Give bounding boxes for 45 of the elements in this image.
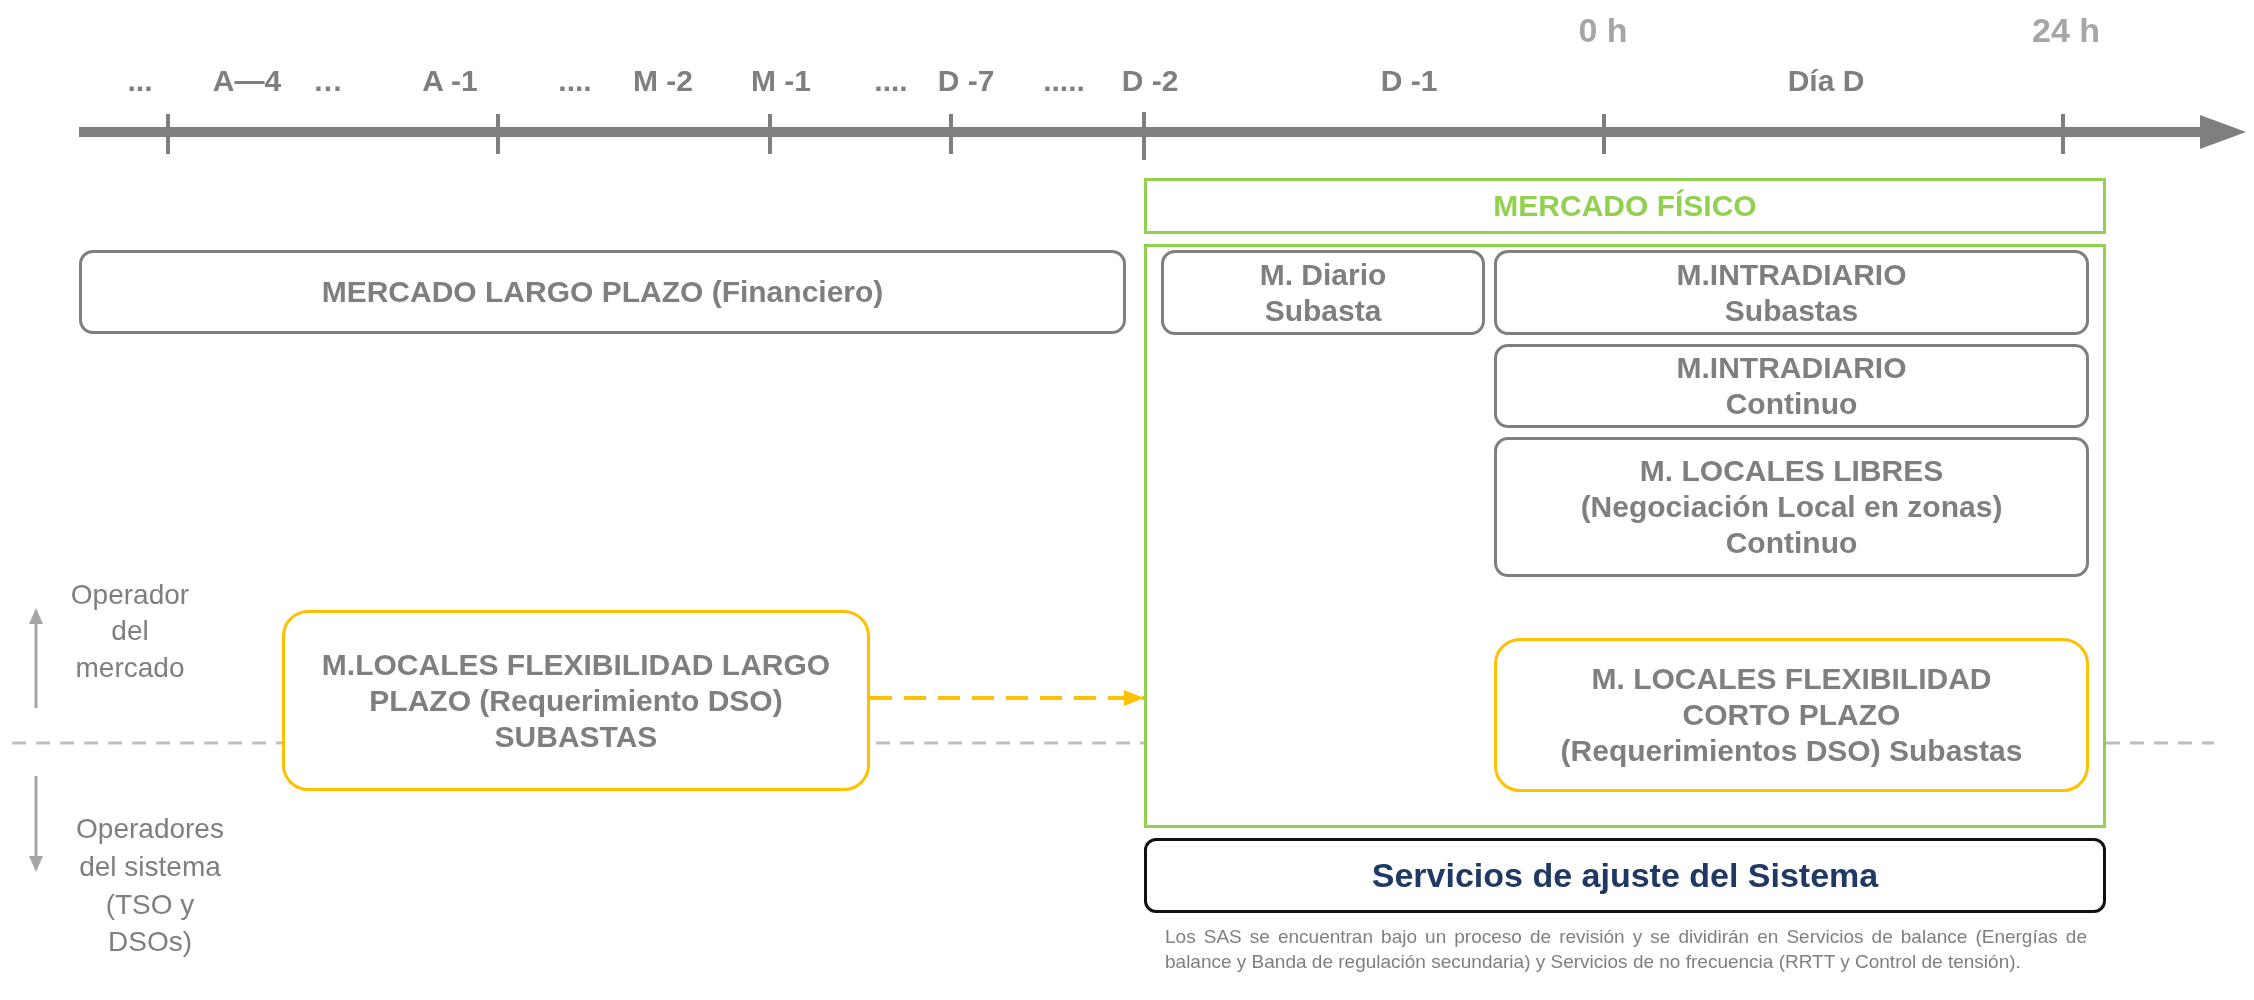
timeline-label: D -7 [937, 62, 995, 99]
timeline-label: Día D [1787, 62, 1865, 99]
market-box [1161, 250, 1485, 335]
timeline-label: .... [558, 62, 592, 99]
timeline-label: 24 h [2032, 9, 2100, 51]
box-text: SUBASTAS [493, 718, 659, 755]
timeline-label: D -2 [1121, 62, 1179, 99]
box-text: (Requerimientos DSO) Subastas [1559, 733, 2024, 769]
footnote: Los SAS se encuentran bajo un proceso de revisión y se dividirán en Servicios de balance (Energías de balance y Banda de regulación secundaria) y Servicios de no frecuencia (RRTT y Control de tensión). [1165, 925, 2087, 974]
box-text: Subasta [1263, 292, 1383, 329]
box-text: Continuo [1724, 525, 1859, 561]
timeline-label: .... [874, 62, 908, 99]
box-text: M. Diario [1258, 256, 1388, 293]
box-text: M.INTRADIARIO [1675, 256, 1908, 293]
market-box [79, 250, 1126, 334]
section-header-box [1144, 178, 2106, 234]
box-text: Subastas [1723, 292, 1860, 329]
market-box [282, 610, 870, 791]
group-frame [1144, 244, 2106, 828]
timeline-label: ..... [1043, 62, 1085, 99]
timeline-label: … [313, 62, 343, 99]
box-text: M.LOCALES FLEXIBILIDAD LARGO PLAZO (Requerimiento DSO) [320, 646, 832, 719]
box-text: MERCADO FÍSICO [1492, 188, 1758, 224]
timeline-label: ... [127, 62, 153, 99]
box-text: CORTO PLAZO [1681, 697, 1902, 733]
timeline-label: A—4 [212, 62, 282, 99]
timeline-label: A -1 [422, 62, 478, 99]
arrow [870, 690, 1144, 706]
box-text: MERCADO LARGO PLAZO (Financiero) [320, 274, 885, 310]
box-text: Continuo [1724, 386, 1859, 422]
box-text: Servicios de ajuste del Sistema [1370, 855, 1880, 896]
timeline-label: 0 h [1578, 9, 1628, 51]
market-box [1494, 437, 2089, 577]
market-box [1494, 638, 2089, 792]
box-text: M. LOCALES LIBRES [1638, 453, 1945, 489]
market-box [1494, 250, 2089, 335]
timeline-label: D -1 [1380, 62, 1438, 99]
box-text: (Negociación Local en zonas) [1579, 489, 2004, 525]
timeline-label: M -1 [751, 62, 811, 99]
market-box [1494, 344, 2089, 428]
box-text: M. LOCALES FLEXIBILIDAD [1590, 661, 1993, 697]
timeline-label: M -2 [633, 62, 693, 99]
side-label: Operador del mercado [69, 578, 191, 686]
side-label: Operadores del sistema (TSO y DSOs) [75, 812, 225, 960]
box-text: M.INTRADIARIO [1675, 350, 1908, 386]
